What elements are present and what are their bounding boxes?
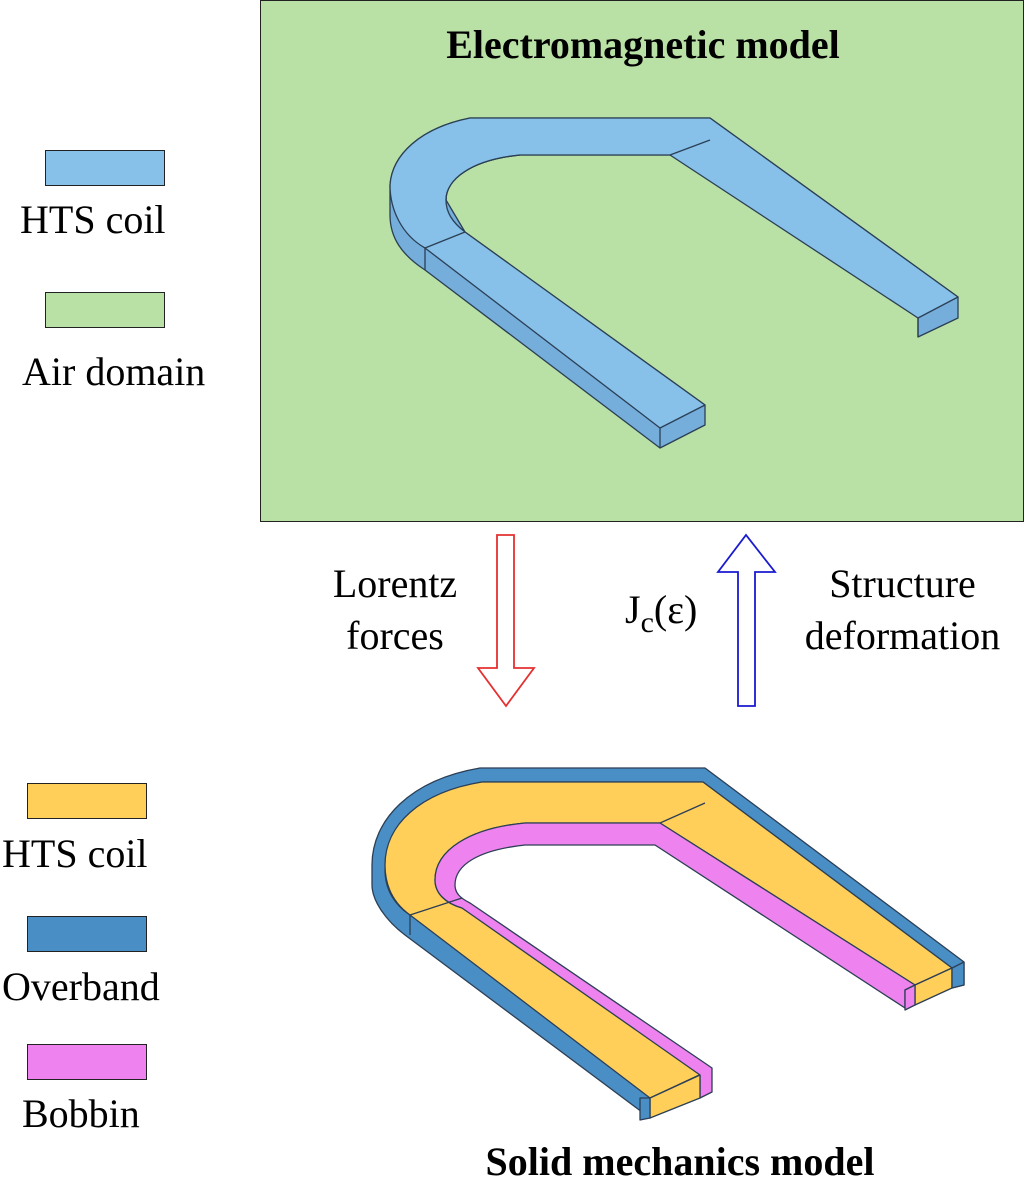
sm-overband-end-left (639, 1097, 651, 1121)
deformation-label-line1: Structure (829, 561, 976, 606)
sm-overband-end-right (951, 961, 965, 989)
em-coil-top-face (389, 117, 959, 429)
sm-racetrack-assembly (371, 767, 965, 1121)
jc-symbol-arg: (ε) (653, 587, 698, 632)
sm-seam-right (659, 802, 706, 824)
em-legend-swatch-hts-coil (45, 150, 165, 186)
jc-symbol-sub: c (640, 606, 654, 639)
sm-bobbin-end-right (904, 984, 916, 1011)
em-legend-swatch-air-domain (45, 292, 165, 328)
sm-legend-label-overband: Overband (2, 964, 160, 1009)
jc-epsilon-label: Jc(ε) (625, 584, 697, 649)
em-coil-seam-right (669, 139, 711, 156)
em-legend-label-air-domain: Air domain (22, 349, 206, 394)
em-legend-label-hts-coil: HTS coil (20, 197, 166, 242)
lorentz-label-line2: forces (346, 613, 444, 658)
lorentz-forces-arrow (476, 534, 536, 708)
sm-legend-label-hts-coil: HTS coil (2, 831, 148, 876)
sm-legend-swatch-hts-coil (27, 783, 147, 819)
sm-seam-left (409, 897, 463, 916)
structure-deformation-label: Structure deformation (790, 558, 1015, 662)
em-model-title: Electromagnetic model (446, 22, 840, 67)
em-racetrack-coil (389, 117, 959, 449)
sm-legend-swatch-bobbin (27, 1044, 147, 1080)
deformation-label-line2: deformation (804, 613, 1001, 658)
sm-legend-label-bobbin: Bobbin (22, 1091, 140, 1136)
em-coil-seam-left (424, 231, 466, 249)
jc-symbol-main: J (625, 587, 641, 632)
sm-legend-swatch-overband (27, 916, 147, 952)
structure-deformation-arrow (716, 533, 777, 707)
lorentz-forces-label: Lorentz forces (320, 558, 470, 662)
sm-bobbin-side (434, 822, 916, 1099)
lorentz-label-line1: Lorentz (332, 561, 458, 606)
em-coil-inner-rim (445, 154, 521, 201)
